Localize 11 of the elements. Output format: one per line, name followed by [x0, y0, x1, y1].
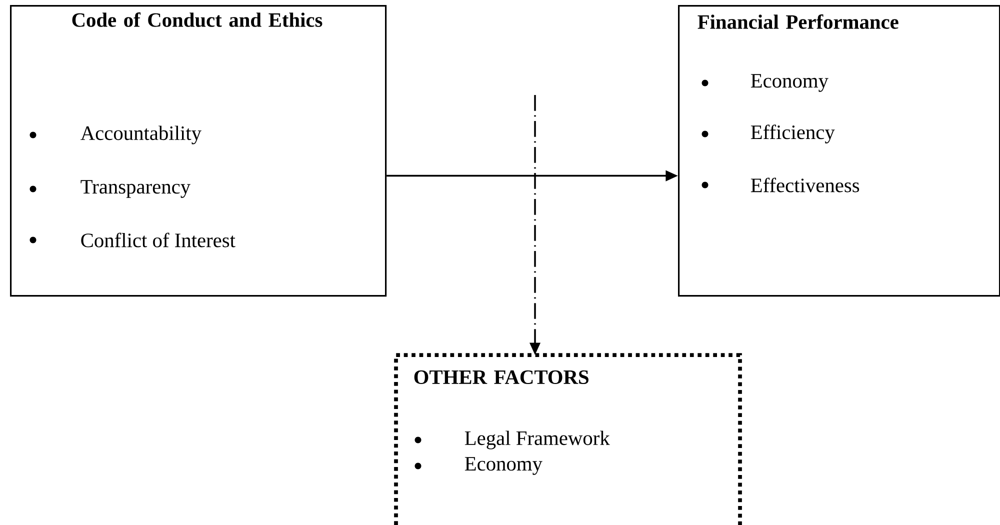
box-heading: Code of Conduct and Ethics	[72, 12, 322, 27]
bullet-item: Economy	[414, 457, 542, 475]
box-heading: Financial Performance	[698, 14, 898, 29]
bullet-item: Effectiveness	[702, 178, 860, 192]
bullet-item: Efficiency	[702, 124, 835, 144]
bullet-item: Legal Framework	[414, 430, 610, 450]
box-heading: OTHER FACTORS	[414, 370, 588, 384]
bullet-item: Transparency	[30, 180, 190, 198]
bullet-item: Economy	[702, 74, 828, 92]
bullet-item: Accountability	[30, 126, 202, 144]
bullet-item: Conflict of Interest	[30, 232, 236, 248]
